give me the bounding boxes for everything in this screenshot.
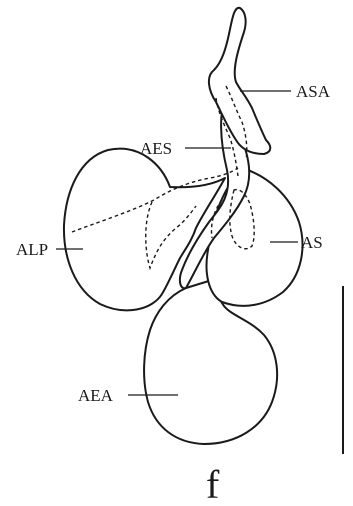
label-aes: AES: [140, 139, 172, 158]
sac-as: [207, 168, 303, 306]
label-alp: ALP: [16, 240, 48, 259]
panel-letter: f: [206, 462, 220, 506]
label-aea: AEA: [78, 386, 114, 405]
process-asa: [209, 8, 270, 154]
label-as: AS: [301, 233, 323, 252]
label-asa: ASA: [296, 82, 331, 101]
